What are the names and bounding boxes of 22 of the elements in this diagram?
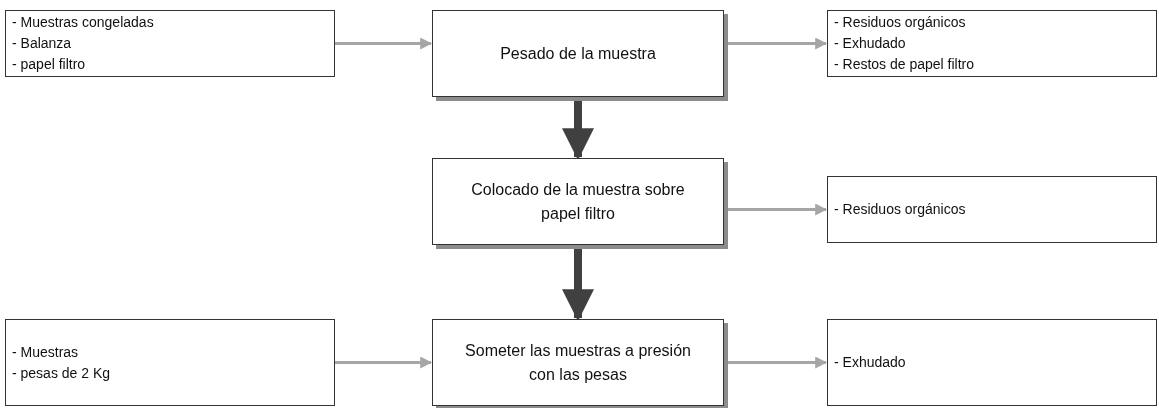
arrow xyxy=(335,37,433,50)
list-item: - Residuos orgánicos xyxy=(834,200,966,219)
list-item: - Exhudado xyxy=(834,34,906,53)
process-label: Pesado de la muestra xyxy=(500,43,656,64)
process-label: Someter las muestras a presión con las pesas xyxy=(464,340,692,385)
arrow xyxy=(562,246,594,322)
process-label: Colocado de la muestra sobre papel filtro xyxy=(470,179,686,224)
list-box xyxy=(5,10,335,77)
list-item: - Restos de papel filtro xyxy=(834,55,975,74)
list-item: - papel filtro xyxy=(12,55,86,74)
list-item: - Residuos orgánicos xyxy=(834,13,966,32)
list-item: - Muestras congeladas xyxy=(12,13,154,32)
list-box xyxy=(827,10,1157,77)
list-item: - Muestras xyxy=(12,342,79,362)
arrow xyxy=(562,98,594,161)
list-item: - Exhudado xyxy=(834,353,906,372)
list-box xyxy=(827,319,1157,406)
list-item: - Balanza xyxy=(12,34,72,53)
list-box xyxy=(827,176,1157,243)
arrow xyxy=(335,356,433,369)
list-box xyxy=(5,319,335,406)
list-item: - pesas de 2 Kg xyxy=(12,363,111,383)
